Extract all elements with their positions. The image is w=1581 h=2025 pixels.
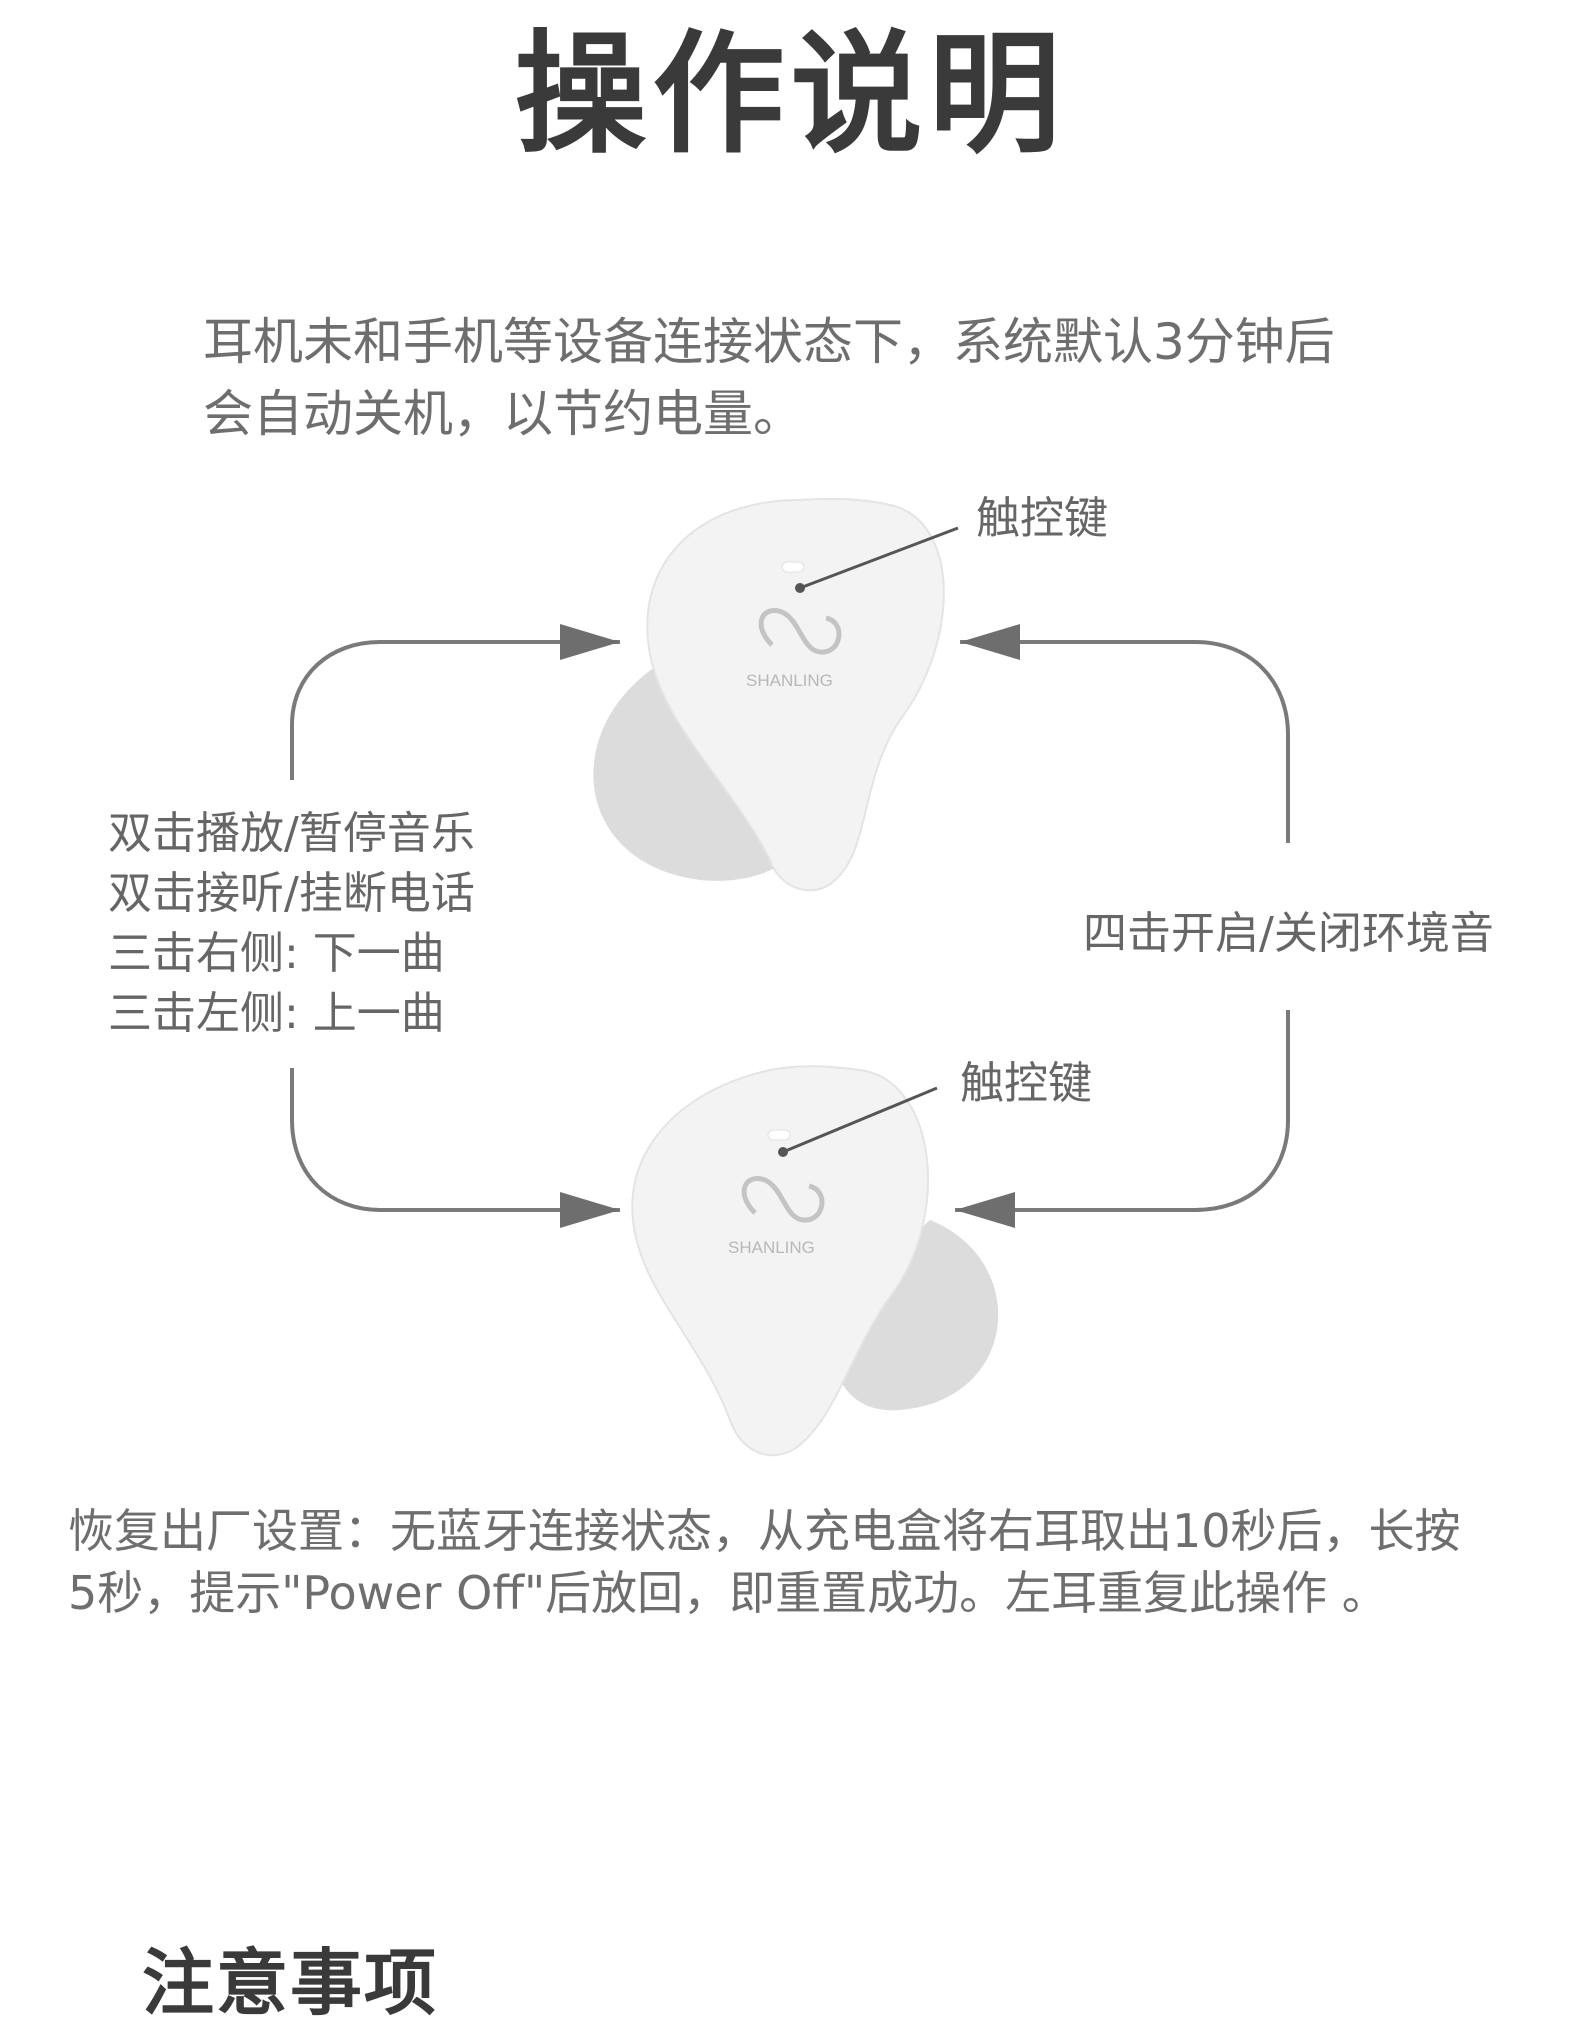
reset-line: 恢复出厂设置：无蓝牙连接状态，从充电盒将右耳取出10秒后，长按 bbox=[68, 1504, 1461, 1558]
earbud-bottom-sensor bbox=[767, 1129, 791, 1141]
touch-key-label-bottom: 触控键 bbox=[960, 1058, 1092, 1109]
reset-line: 5秒，提示"Power Off"后放回，即重置成功。左耳重复此操作 。 bbox=[68, 1566, 1388, 1620]
intro-line: 会自动关机，以节约电量。 bbox=[203, 385, 803, 443]
operation-item: 双击播放/暂停音乐 bbox=[108, 808, 475, 859]
shanling-logo-text-top: SHANLING bbox=[746, 671, 833, 690]
shanling-logo-top bbox=[758, 608, 842, 655]
earbud-bottom: SHANLING bbox=[631, 1065, 999, 1457]
touch-key-leader-bottom bbox=[782, 1086, 938, 1154]
touch-key-label-top: 触控键 bbox=[976, 493, 1108, 544]
operation-item: 三击左侧: 上一曲 bbox=[108, 988, 445, 1039]
shanling-logo-text-bottom: SHANLING bbox=[728, 1238, 815, 1257]
factory-reset-paragraph: 恢复出厂设置：无蓝牙连接状态，从充电盒将右耳取出10秒后，长按 5秒，提示"Po… bbox=[68, 1500, 1548, 1624]
earbud-bottom-body bbox=[631, 1065, 929, 1457]
arrow-right-top bbox=[960, 640, 1290, 843]
earbud-top-sensor bbox=[781, 561, 805, 573]
arrow-right-bottom bbox=[955, 1010, 1290, 1212]
earbud-diagram: SHANLING SHANLING bbox=[290, 497, 1290, 1457]
arrow-right-bottom-head bbox=[955, 1192, 1015, 1228]
page-title: 操作说明 bbox=[514, 18, 1067, 172]
intro-line: 耳机未和手机等设备连接状态下，系统默认3分钟后 bbox=[203, 313, 1335, 371]
arrow-left-top-head bbox=[560, 624, 620, 660]
operation-item: 三击右侧: 下一曲 bbox=[108, 928, 445, 979]
shanling-logo-bottom bbox=[741, 1176, 825, 1223]
arrow-left-bottom bbox=[290, 1068, 620, 1212]
arrow-left-top bbox=[290, 640, 620, 780]
arrow-left-bottom-head bbox=[560, 1192, 620, 1228]
operation-item: 双击接听/挂断电话 bbox=[108, 868, 475, 919]
intro-paragraph: 耳机未和手机等设备连接状态下，系统默认3分钟后 会自动关机，以节约电量。 bbox=[203, 306, 1453, 450]
earbud-top-body bbox=[646, 497, 945, 892]
earbud-top: SHANLING bbox=[593, 497, 959, 892]
left-operations-list: 双击播放/暂停音乐 双击接听/挂断电话 三击右侧: 下一曲 三击左侧: 上一曲 bbox=[108, 804, 475, 1044]
notes-heading: 注意事项 bbox=[142, 1941, 439, 2025]
touch-key-leader-top bbox=[799, 526, 959, 590]
earbud-bottom-shadow bbox=[832, 1220, 999, 1411]
arrow-right-top-head bbox=[960, 624, 1020, 660]
ambient-sound-operation: 四击开启/关闭环境音 bbox=[1083, 908, 1494, 959]
